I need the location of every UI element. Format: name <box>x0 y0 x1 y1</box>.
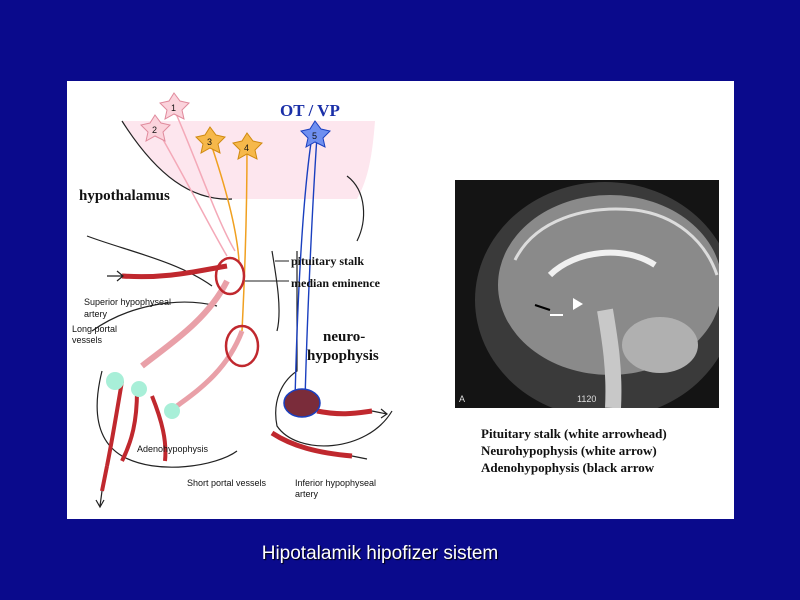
mri-cerebellum <box>622 317 698 373</box>
axon-5a <box>294 135 313 402</box>
neuron-2-body <box>140 114 171 142</box>
neuro-vein-arrow <box>371 408 389 419</box>
hypothalamic-pituitary-diagram: 1 2 3 4 5 OT / VP hypothalamus pituitary… <box>72 92 393 509</box>
axon-4 <box>241 145 248 332</box>
mri-brainstem <box>597 308 622 408</box>
venous-outflow <box>100 465 109 492</box>
inferior-artery <box>270 430 353 459</box>
superior-artery-label-1: Superior hypophyseal <box>84 297 171 307</box>
adeno-cell-cluster-2 <box>131 381 147 397</box>
mri-caption-line: Pituitary stalk (white arrowhead) <box>481 426 667 441</box>
venous-outflow-arrow <box>95 490 105 509</box>
neuro-vein <box>316 408 373 417</box>
portal-vessel-2 <box>175 330 245 409</box>
long-portal-label-1: Long portal <box>72 324 117 334</box>
mri-corner-label: A <box>459 394 465 404</box>
pituitary-stalk-label: pituitary stalk <box>291 254 364 268</box>
hypothalamus-outline-right <box>346 175 365 242</box>
mri-sagittal-image: A 1120 <box>455 180 719 408</box>
mri-caption: Pituitary stalk (white arrowhead) Neuroh… <box>481 425 731 476</box>
mri-caption-line: Adenohypophysis (black arrow <box>481 460 655 475</box>
mri-gyri <box>513 207 719 276</box>
inferior-artery-label-2: artery <box>295 489 319 499</box>
inferior-artery-label-1: Inferior hypophyseal <box>295 478 376 488</box>
axon-1 <box>173 108 236 252</box>
hypothalamus-label: hypothalamus <box>79 188 170 204</box>
inferior-artery-arrow <box>351 455 368 460</box>
neuron-3-body <box>195 126 226 154</box>
median-eminence-label: median eminence <box>291 276 381 290</box>
mri-caption-line: Neurohypophysis (white arrow) <box>481 443 657 458</box>
neuro-label-line1: neuro- <box>323 329 365 345</box>
neuron-4-body <box>232 132 263 160</box>
neuron-5-body <box>300 120 331 148</box>
neuron-3-number: 3 <box>207 137 212 147</box>
mri-scale-text: 1120 <box>577 394 596 404</box>
axon-5b <box>304 135 318 402</box>
slide-title: Hipotalamik hipofizer sistem <box>261 543 499 564</box>
neuron-2-number: 2 <box>152 125 157 135</box>
mri-drawing: A 1120 <box>455 180 719 408</box>
superior-artery-arrow <box>107 270 124 282</box>
brain-curve-lower <box>91 301 218 332</box>
pituitary-outline <box>96 370 238 468</box>
axon-2 <box>156 128 228 257</box>
adeno-vessels <box>105 380 168 467</box>
short-portal-label: Short portal vessels <box>187 478 267 488</box>
neuro-plexus <box>283 388 321 418</box>
superior-artery <box>121 263 228 280</box>
adeno-cell-cluster-1 <box>106 372 124 390</box>
median-eminence-plexus <box>214 256 246 296</box>
mri-corpus-callosum <box>547 249 657 278</box>
hypothalamus-outline <box>121 120 233 200</box>
long-portal-label-2: vessels <box>72 335 103 345</box>
ot-vp-header: OT / VP <box>280 101 340 120</box>
short-portal-plexus <box>224 324 260 368</box>
long-portal-vessel <box>140 279 230 369</box>
axon-3 <box>209 140 240 262</box>
neuro-outline <box>275 251 393 447</box>
superior-artery-label-2: artery <box>84 309 108 319</box>
stalk-outline <box>271 250 280 332</box>
mri-pituitary-arrowhead <box>573 298 583 310</box>
neuron-1-body <box>159 92 190 120</box>
brain-curve-upper <box>86 235 213 287</box>
neuron-1-number: 1 <box>171 103 176 113</box>
slide-panel: 1 2 3 4 5 OT / VP hypothalamus pituitary… <box>67 81 734 519</box>
adeno-cell-cluster-3 <box>164 403 180 419</box>
adenohypophysis-label: Adenohypophysis <box>137 444 209 454</box>
neuro-label-line2: hypophysis <box>307 348 379 364</box>
neuron-4-number: 4 <box>244 143 249 153</box>
mri-black-arrow <box>534 304 551 311</box>
neuron-5-number: 5 <box>312 131 317 141</box>
